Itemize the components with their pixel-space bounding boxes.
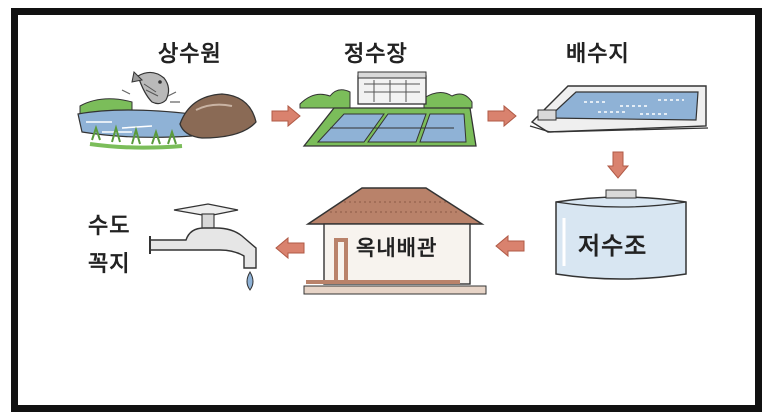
label-distribution: 배수지 — [566, 42, 630, 67]
arrow-source-to-plant — [271, 104, 301, 128]
storage-tank-illustration — [555, 189, 687, 280]
arrow-plant-to-reservoir — [487, 104, 517, 128]
label-faucet-line2: 꼭지 — [88, 252, 131, 277]
arrow-reservoir-to-tank — [606, 151, 630, 179]
label-indoor-pipes: 옥내배관 — [356, 236, 438, 260]
indoor-pipes-house-illustration — [303, 187, 487, 295]
label-purification: 정수장 — [344, 42, 408, 67]
arrow-house-to-faucet — [275, 236, 305, 260]
purification-plant-illustration — [299, 71, 477, 147]
label-storage-tank: 저수조 — [578, 232, 648, 260]
label-faucet-line1: 수도 — [88, 214, 131, 239]
water-source-illustration — [77, 70, 257, 150]
faucet-illustration — [149, 203, 257, 291]
distribution-reservoir-illustration — [529, 85, 709, 133]
label-source: 상수원 — [158, 42, 222, 67]
arrow-tank-to-house — [495, 234, 525, 258]
